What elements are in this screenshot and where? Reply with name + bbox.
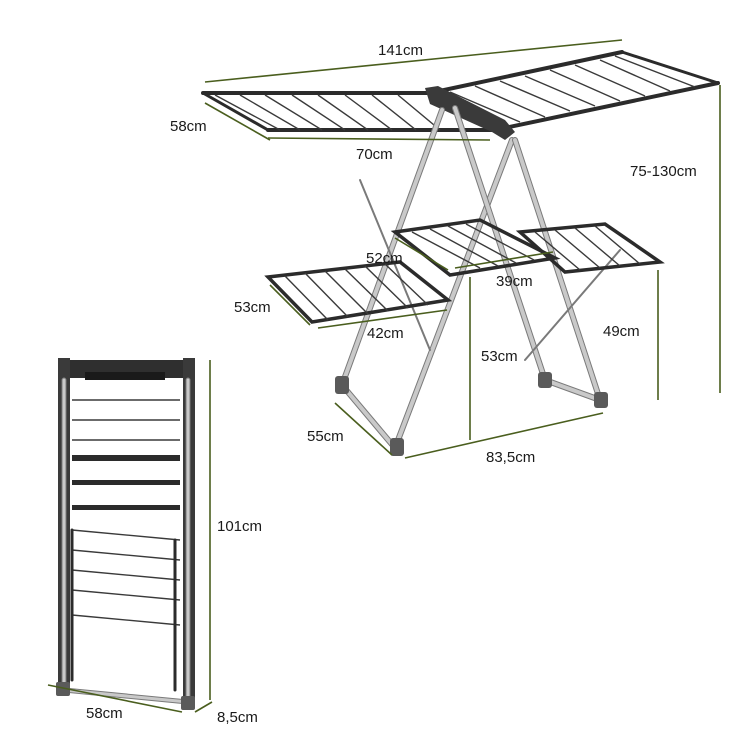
- lower-right-wing: [515, 222, 665, 274]
- lower-center-shelf: [390, 218, 561, 277]
- unfolded-rack: [201, 50, 720, 456]
- top-left-wing: [201, 91, 497, 132]
- dim-lower-height: 49cm: [603, 323, 640, 340]
- dim-base-width: 83,5cm: [486, 449, 536, 466]
- dim-base-depth: 55cm: [307, 428, 344, 445]
- dim-top-width: 141cm: [378, 42, 424, 59]
- top-right-wing: [428, 50, 720, 132]
- top-hinge: [425, 86, 515, 140]
- dim-folded-width: 58cm: [86, 705, 123, 722]
- dim-lower-inner-right: 39cm: [496, 273, 533, 290]
- dim-top-depth: 58cm: [170, 118, 207, 135]
- dim-lower-center: 52cm: [366, 250, 403, 267]
- dim-lower-depth: 53cm: [234, 299, 271, 316]
- dim-folded-thickness: 8,5cm: [217, 709, 258, 726]
- folded-rack: [56, 358, 195, 710]
- dim-leg-span-height: 53cm: [481, 348, 518, 365]
- legs: [335, 105, 621, 456]
- dim-top-inner: 70cm: [356, 146, 393, 163]
- dim-folded-height: 101cm: [217, 518, 263, 535]
- lower-left-wing: [264, 260, 453, 324]
- dimension-lines: [47, 39, 721, 713]
- dim-lower-wing-length: 42cm: [367, 325, 404, 342]
- dim-height-range: 75-130cm: [630, 163, 697, 180]
